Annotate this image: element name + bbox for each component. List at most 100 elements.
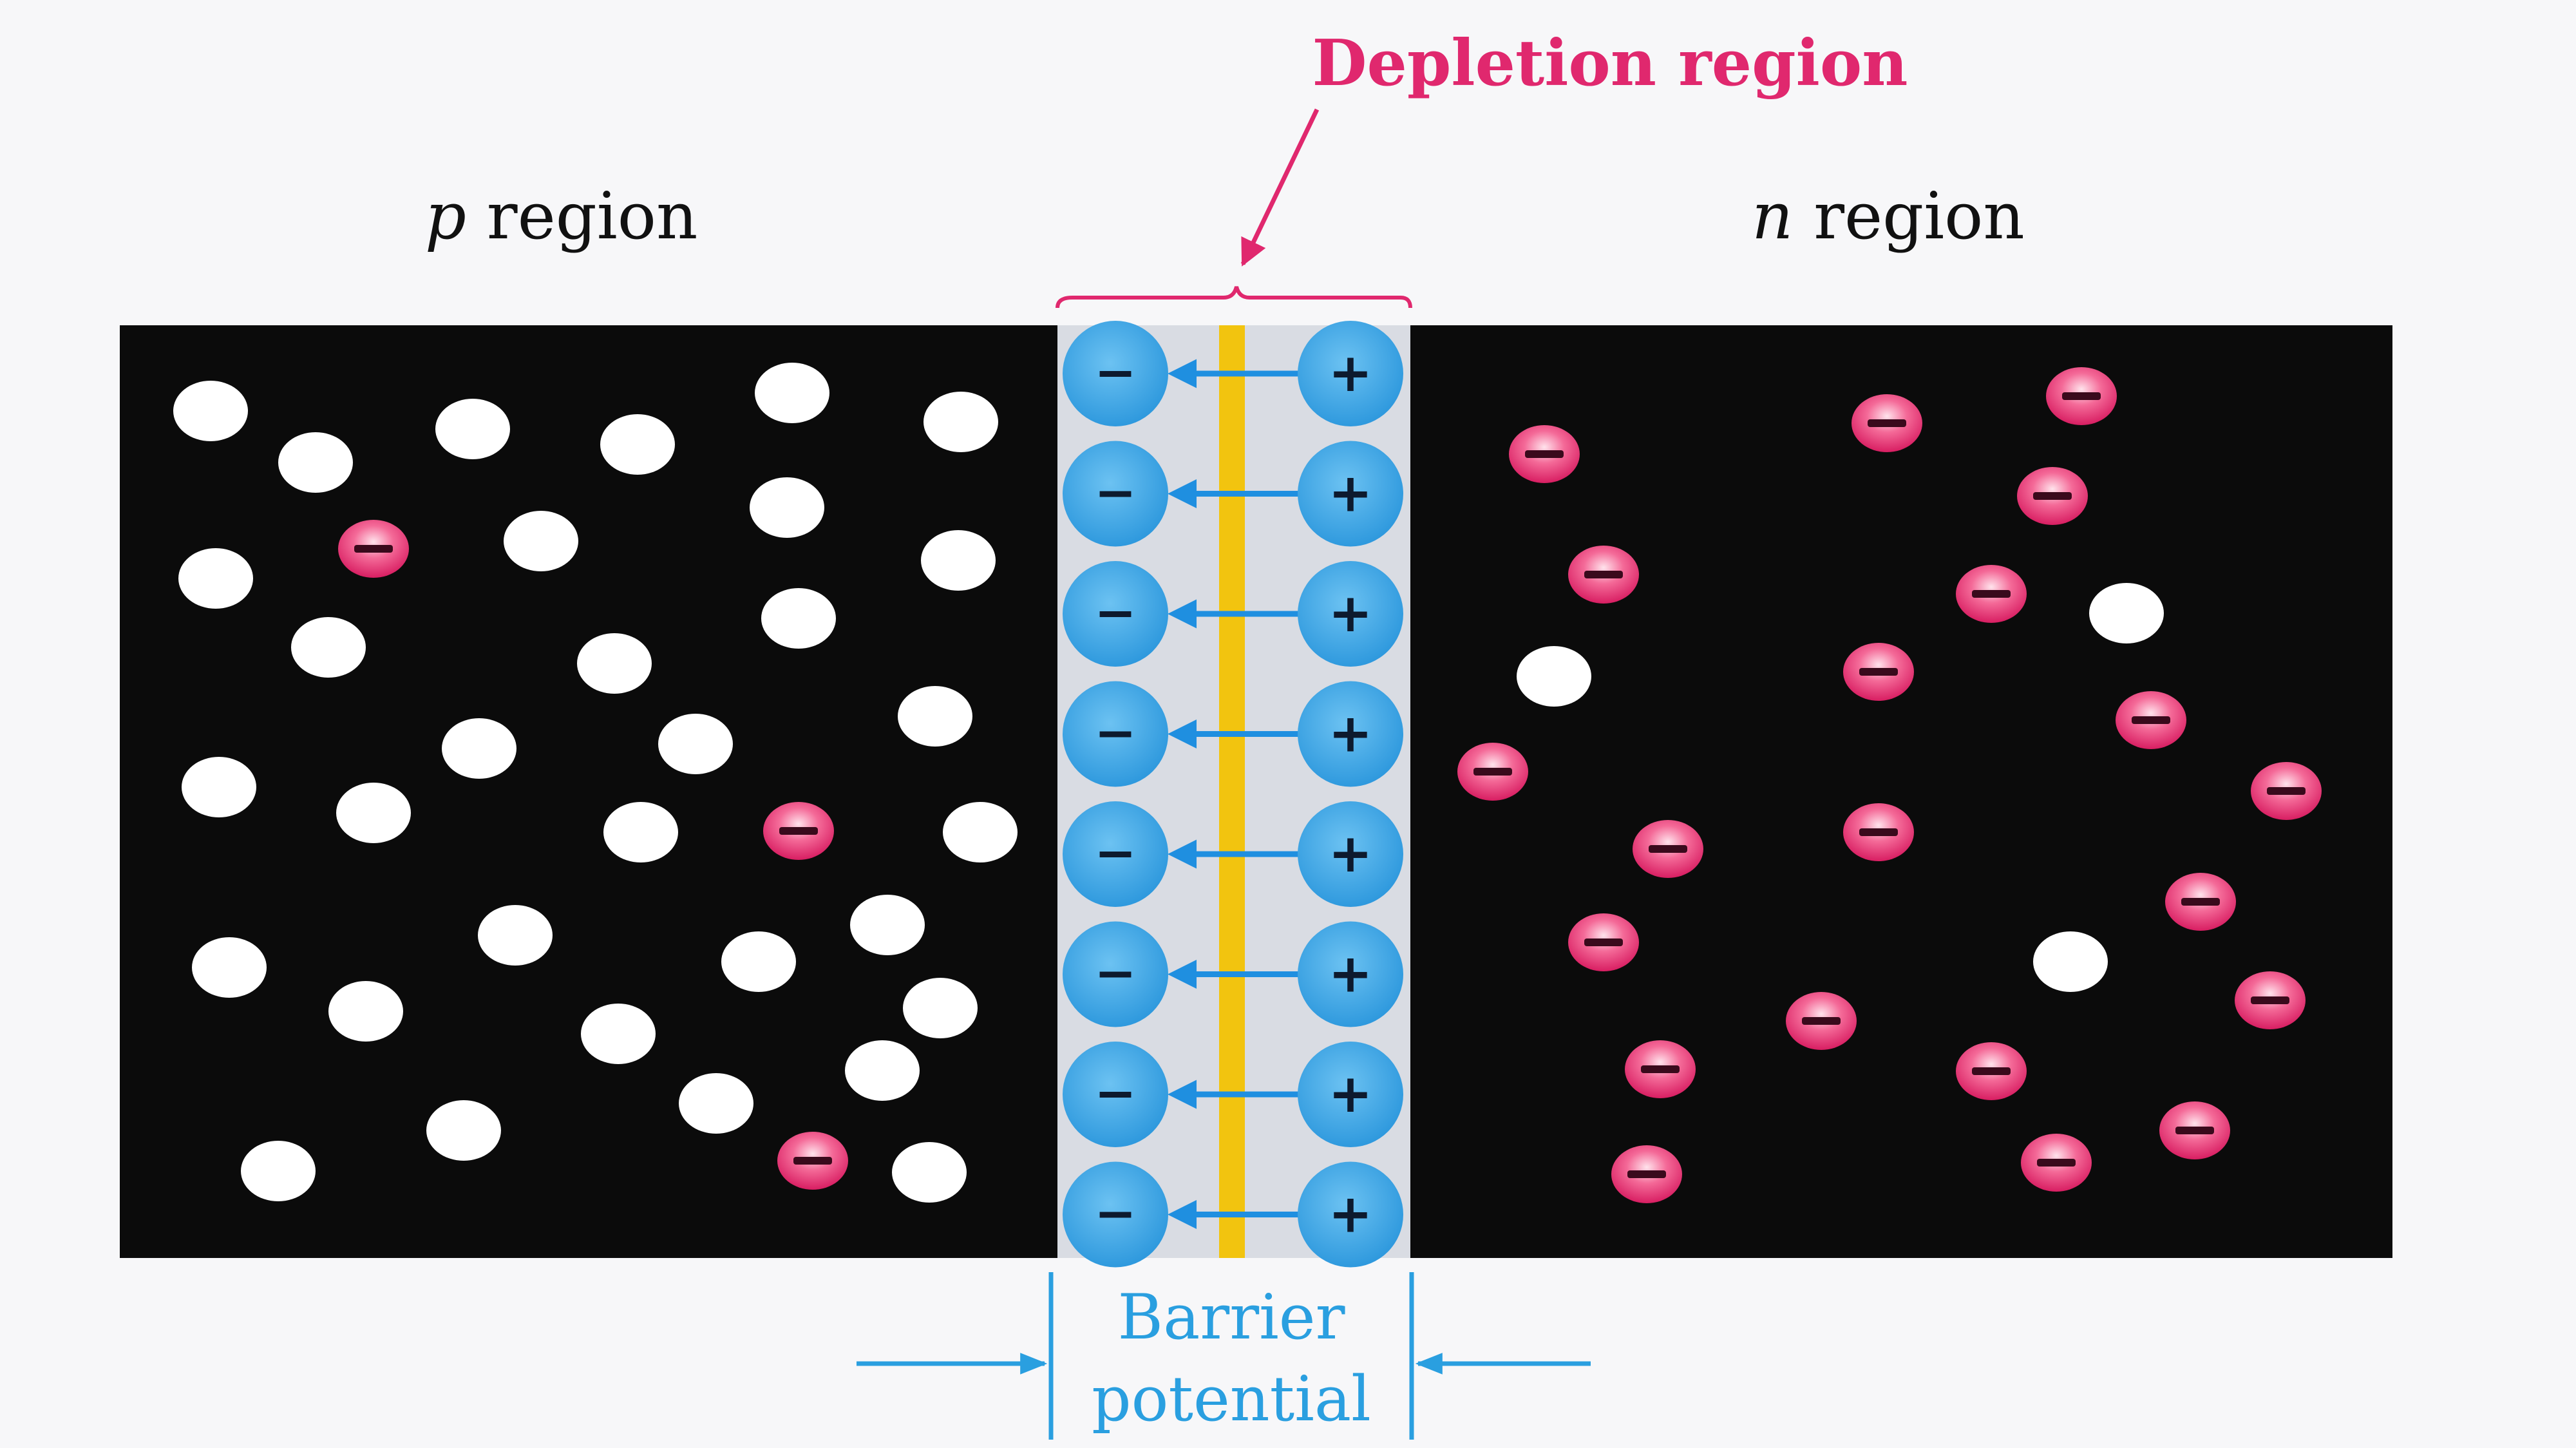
negative-ion-sign: − <box>1094 1185 1136 1243</box>
ion-pair: −+ <box>1063 801 1403 907</box>
depletion-region-label: Depletion region <box>1312 26 1908 100</box>
p-region-block <box>120 325 1057 1258</box>
positive-ion-sign: + <box>1329 944 1373 1005</box>
ion-pair: −+ <box>1063 1042 1403 1147</box>
hole-icon <box>241 1141 316 1201</box>
electron-icon <box>1956 1042 2027 1100</box>
electron-icon <box>1786 992 1857 1050</box>
electron-icon <box>1568 546 1639 604</box>
hole-icon <box>921 530 996 591</box>
electron-icon <box>2116 691 2186 749</box>
negative-ion-icon <box>1063 321 1168 426</box>
hole-icon <box>1517 646 1591 707</box>
electron-icon <box>2165 873 2236 931</box>
hole-icon <box>603 802 678 862</box>
electron-icon <box>1457 743 1528 801</box>
positive-ion-sign: + <box>1329 823 1373 884</box>
positive-ion-sign: + <box>1329 463 1373 524</box>
hole-icon <box>442 718 516 779</box>
depletion-brace <box>1056 286 1412 309</box>
hole-icon <box>845 1040 920 1101</box>
hole-icon <box>178 548 253 609</box>
hole-icon <box>581 1004 656 1064</box>
hole-icon <box>173 381 248 441</box>
hole-icon <box>182 757 256 817</box>
hole-icon <box>435 399 510 459</box>
ion-pair: −+ <box>1063 1161 1403 1268</box>
electron-icon <box>763 802 834 860</box>
p-letter: p <box>425 178 466 254</box>
hole-icon <box>291 617 366 678</box>
electron-icon <box>1611 1145 1682 1203</box>
electron-icon <box>2046 367 2117 425</box>
negative-ion-sign: − <box>1094 705 1136 763</box>
negative-ion-sign: − <box>1094 945 1136 1003</box>
hole-icon <box>600 414 675 475</box>
charge-carriers <box>173 363 2322 1203</box>
depletion-pointer-arrow <box>1240 108 1320 267</box>
negative-ion-icon <box>1063 441 1168 547</box>
n-region-label: n region <box>1752 178 2025 254</box>
hole-icon <box>892 1142 967 1203</box>
n-letter: n <box>1752 178 1793 254</box>
electron-icon <box>1956 565 2027 623</box>
negative-ion-icon <box>1063 921 1168 1027</box>
hole-icon <box>755 363 829 423</box>
positive-ion-sign: + <box>1329 703 1373 765</box>
negative-ion-icon <box>1063 1042 1168 1147</box>
hole-icon <box>577 633 652 694</box>
positive-ion-icon <box>1298 801 1403 907</box>
electron-icon <box>2235 971 2306 1029</box>
positive-ion-icon <box>1298 1042 1403 1147</box>
hole-icon <box>721 931 796 992</box>
hole-icon <box>750 477 824 538</box>
p-region-word: region <box>466 178 697 254</box>
barrier-label-line1: Barrier <box>1118 1281 1345 1353</box>
electron-icon <box>2251 762 2322 820</box>
negative-ion-icon <box>1063 681 1168 787</box>
electron-icon <box>1568 913 1639 971</box>
ion-pair: −+ <box>1063 441 1403 547</box>
n-region-block <box>1410 325 2392 1258</box>
hole-icon <box>679 1073 753 1134</box>
electron-icon <box>2017 467 2088 525</box>
electron-icon <box>1843 803 1914 861</box>
barrier-label-line2: potential <box>1092 1363 1371 1435</box>
negative-ion-sign: − <box>1094 464 1136 522</box>
hole-icon <box>504 511 578 571</box>
hole-icon <box>328 981 403 1042</box>
positive-ion-icon <box>1298 1161 1403 1268</box>
hole-icon <box>923 392 998 452</box>
negative-ion-sign: − <box>1094 344 1136 402</box>
hole-icon <box>903 978 978 1038</box>
hole-icon <box>761 588 836 649</box>
ion-pair: −+ <box>1063 561 1403 667</box>
electron-icon <box>1509 425 1580 483</box>
hole-icon <box>658 714 733 774</box>
hole-icon <box>943 802 1018 862</box>
hole-icon <box>278 432 353 493</box>
electron-icon <box>2159 1101 2230 1159</box>
hole-icon <box>850 895 925 955</box>
positive-ion-sign: + <box>1329 343 1373 404</box>
hole-icon <box>192 937 267 998</box>
positive-ion-sign: + <box>1329 1063 1373 1125</box>
hole-icon <box>426 1100 501 1161</box>
hole-icon <box>478 905 553 966</box>
depletion-ions: −+−+−+−+−+−+−+−+ <box>1063 321 1403 1268</box>
junction-line <box>1219 325 1245 1258</box>
hole-icon <box>898 686 972 747</box>
ion-pair: −+ <box>1063 321 1403 426</box>
negative-ion-sign: − <box>1094 584 1136 642</box>
positive-ion-icon <box>1298 441 1403 547</box>
electron-icon <box>2021 1134 2092 1192</box>
negative-ion-icon <box>1063 561 1168 667</box>
electron-icon <box>1625 1040 1696 1098</box>
n-region-word: region <box>1793 178 2024 254</box>
electron-icon <box>338 520 409 578</box>
negative-ion-sign: − <box>1094 824 1136 882</box>
positive-ion-sign: + <box>1329 1184 1373 1245</box>
positive-ion-icon <box>1298 921 1403 1027</box>
positive-ion-icon <box>1298 561 1403 667</box>
positive-ion-icon <box>1298 321 1403 426</box>
